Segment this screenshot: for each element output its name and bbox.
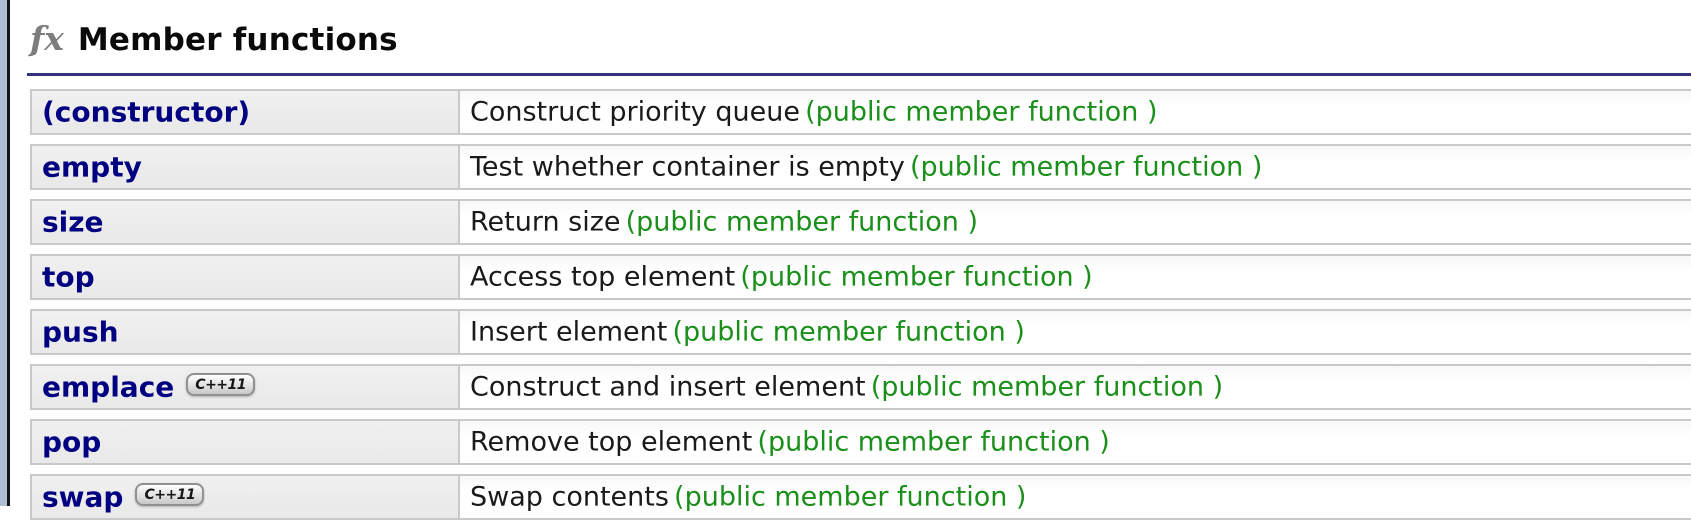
function-type-label: (public member function )	[909, 151, 1263, 183]
function-name-cell: (constructor)	[32, 91, 460, 133]
function-type-label: (public member function )	[805, 96, 1158, 128]
function-description-cell: Construct and insert element (public mem…	[460, 366, 1691, 408]
function-link-top[interactable]: top	[42, 260, 95, 294]
member-functions-table: (constructor) Construct priority queue (…	[30, 89, 1691, 520]
table-row-size: size Return size (public member function…	[30, 199, 1691, 245]
function-description: Construct priority queue	[470, 96, 800, 128]
function-name-cell: emplace C++11	[32, 366, 460, 408]
function-name-cell: empty	[32, 146, 460, 188]
function-name-cell: top	[32, 256, 460, 298]
section-title: Member functions	[77, 22, 398, 58]
main-content: fx Member functions (constructor) Constr…	[27, 0, 1691, 529]
function-description-cell: Swap contents (public member function )	[460, 476, 1691, 518]
function-description-cell: Construct priority queue (public member …	[460, 91, 1691, 133]
table-row-swap: swap C++11 Swap contents (public member f…	[30, 474, 1691, 520]
table-row-emplace: emplace C++11 Construct and insert elemen…	[30, 364, 1691, 410]
page-left-edge	[0, 0, 10, 506]
function-link-swap[interactable]: swap	[42, 480, 124, 514]
function-type-label: (public member function )	[870, 371, 1224, 403]
function-description-cell: Return size (public member function )	[460, 201, 1691, 243]
function-description: Construct and insert element	[470, 371, 866, 403]
function-name-cell: swap C++11	[32, 476, 460, 518]
function-description-cell: Remove top element (public member functi…	[460, 421, 1691, 463]
function-type-label: (public member function )	[740, 261, 1093, 293]
function-link-emplace[interactable]: emplace	[42, 370, 175, 404]
function-name-cell: push	[32, 311, 460, 353]
table-row-constructor: (constructor) Construct priority queue (…	[30, 89, 1691, 135]
table-row-push: push Insert element (public member funct…	[30, 309, 1691, 355]
function-description-cell: Test whether container is empty (public …	[460, 146, 1691, 188]
function-fx-icon: fx	[30, 19, 64, 58]
function-link-empty[interactable]: empty	[42, 150, 142, 184]
function-description: Remove top element	[470, 426, 753, 458]
function-description: Access top element	[470, 261, 736, 293]
function-link-size[interactable]: size	[42, 205, 104, 239]
cpp11-badge[interactable]: C++11	[135, 483, 205, 506]
function-type-label: (public member function )	[674, 481, 1027, 513]
function-link-pop[interactable]: pop	[42, 425, 102, 459]
function-name-cell: pop	[32, 421, 460, 463]
function-type-label: (public member function )	[672, 316, 1025, 348]
table-row-top: top Access top element (public member fu…	[30, 254, 1691, 300]
function-description: Return size	[470, 206, 621, 238]
function-description: Test whether container is empty	[470, 151, 905, 183]
function-link-constructor[interactable]: (constructor)	[42, 95, 251, 129]
function-description-cell: Access top element (public member functi…	[460, 256, 1691, 298]
function-link-push[interactable]: push	[42, 315, 119, 349]
section-header: fx Member functions	[30, 0, 1691, 63]
function-name-cell: size	[32, 201, 460, 243]
cpp11-badge[interactable]: C++11	[186, 373, 256, 396]
function-description: Swap contents	[470, 481, 669, 513]
function-type-label: (public member function )	[757, 426, 1110, 458]
function-description-cell: Insert element (public member function )	[460, 311, 1691, 353]
table-row-empty: empty Test whether container is empty (p…	[30, 144, 1691, 190]
table-row-pop: pop Remove top element (public member fu…	[30, 419, 1691, 465]
section-rule-divider	[27, 73, 1691, 76]
function-type-label: (public member function )	[625, 206, 979, 238]
function-description: Insert element	[470, 316, 668, 348]
